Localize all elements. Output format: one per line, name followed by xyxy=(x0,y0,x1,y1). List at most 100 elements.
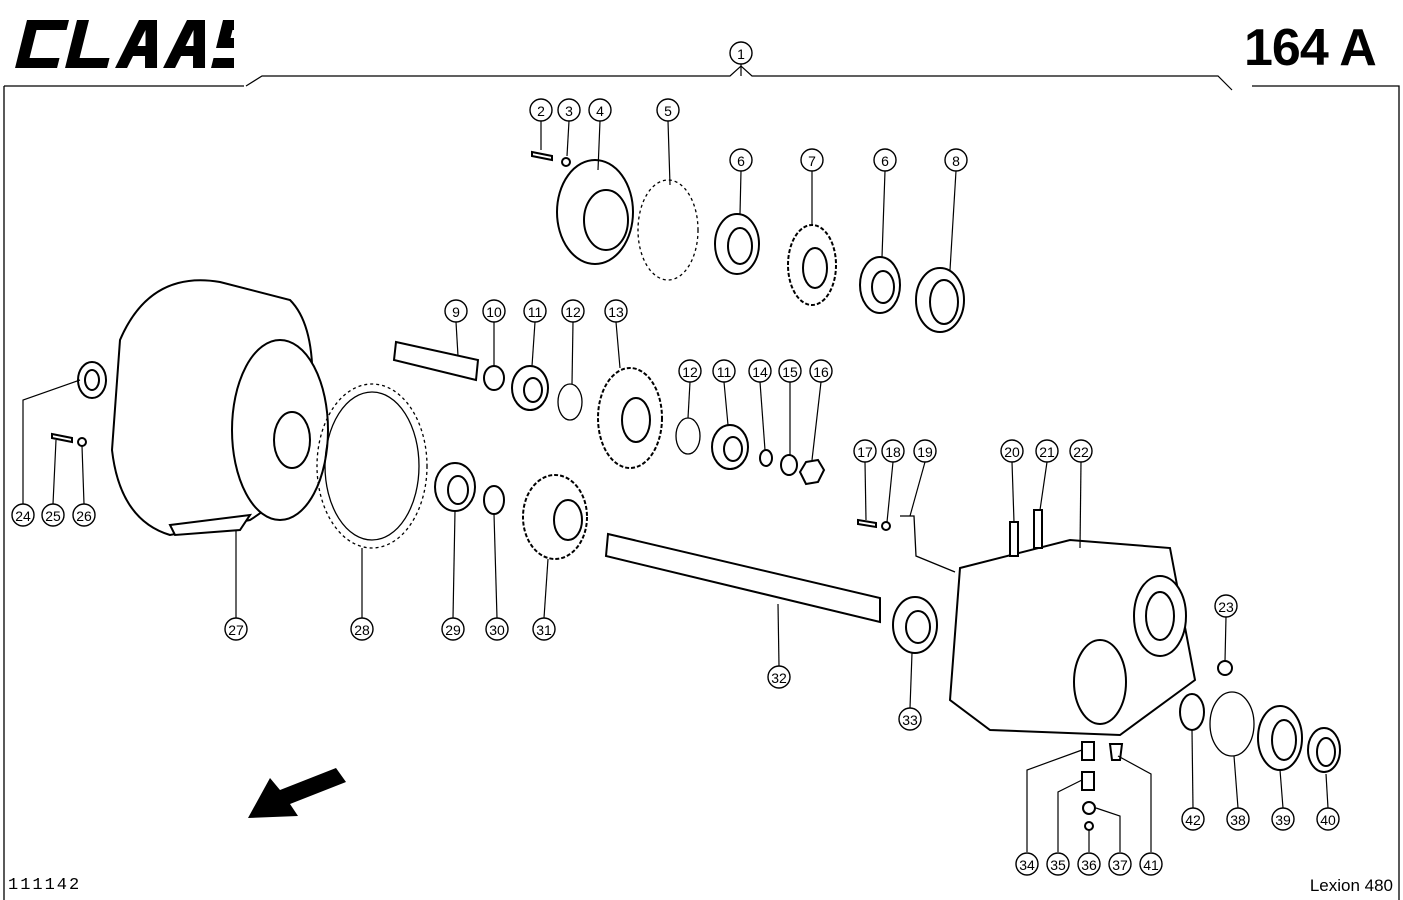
page-frame xyxy=(3,85,1400,900)
claas-logo xyxy=(15,20,234,68)
callout-label: 41 xyxy=(1143,857,1159,873)
callout-13: 13 xyxy=(604,299,628,323)
seal-part xyxy=(1084,821,1094,831)
callout-label: 14 xyxy=(752,364,768,380)
callout-label: 13 xyxy=(608,304,624,320)
callout-36: 36 xyxy=(1077,852,1101,876)
bolt-part xyxy=(51,432,73,444)
callout-12: 12 xyxy=(561,299,585,323)
bolt-part xyxy=(857,518,877,529)
plug-part xyxy=(1217,660,1233,676)
callout-label: 27 xyxy=(228,622,244,638)
callout-20: 20 xyxy=(1000,439,1024,463)
callout-1: 1 xyxy=(729,41,753,65)
callout-42: 42 xyxy=(1181,807,1205,831)
assembly-bracket xyxy=(245,65,1233,91)
callout-27: 27 xyxy=(224,617,248,641)
callout-label: 34 xyxy=(1019,857,1035,873)
callout-label: 12 xyxy=(565,304,581,320)
callout-30: 30 xyxy=(485,617,509,641)
callout-label: 21 xyxy=(1039,444,1055,460)
callout-label: 30 xyxy=(489,622,505,638)
callout-label: 11 xyxy=(717,364,732,380)
callout-32: 32 xyxy=(767,665,791,689)
cover-bolt-part xyxy=(531,150,553,162)
callout-label: 37 xyxy=(1112,857,1128,873)
sensor-part xyxy=(1009,521,1019,557)
callout-label: 23 xyxy=(1218,599,1234,615)
callout-28: 28 xyxy=(350,617,374,641)
plug-part xyxy=(1082,801,1096,815)
callout-26: 26 xyxy=(72,503,96,527)
callout-34: 34 xyxy=(1015,852,1039,876)
circlip-part xyxy=(483,365,505,391)
callout-label: 42 xyxy=(1185,812,1201,828)
callout-9: 9 xyxy=(444,299,468,323)
drawing-number: 111142 xyxy=(8,876,82,895)
callout-18: 18 xyxy=(881,439,905,463)
cover-washer-part xyxy=(561,157,571,167)
callout-24: 24 xyxy=(11,503,35,527)
callout-15: 15 xyxy=(778,359,802,383)
callout-21: 21 xyxy=(1035,439,1059,463)
washer-part xyxy=(77,437,87,447)
callout-41: 41 xyxy=(1139,852,1163,876)
callout-19: 19 xyxy=(913,439,937,463)
callout-label: 9 xyxy=(452,304,460,320)
callout-label: 6 xyxy=(737,153,745,169)
callout-3: 3 xyxy=(557,98,581,122)
pinion-shaft-part xyxy=(392,340,480,382)
bushing-part xyxy=(1179,693,1205,731)
callout-10: 10 xyxy=(482,299,506,323)
gear-part-7 xyxy=(787,224,837,306)
callout-label: 16 xyxy=(813,364,829,380)
callout-label: 3 xyxy=(565,103,573,119)
washer-part xyxy=(881,521,891,531)
callout-label: 24 xyxy=(15,508,31,524)
callout-label: 17 xyxy=(857,444,873,460)
callout-label: 31 xyxy=(536,622,552,638)
callout-25: 25 xyxy=(41,503,65,527)
callout-5: 5 xyxy=(656,98,680,122)
callout-31: 31 xyxy=(532,617,556,641)
bracket-part xyxy=(900,515,956,573)
callout-23: 23 xyxy=(1214,594,1238,618)
callout-22: 22 xyxy=(1069,439,1093,463)
callout-label: 33 xyxy=(902,712,918,728)
nut-part xyxy=(798,458,826,486)
callout-label: 19 xyxy=(917,444,933,460)
callout-label: 40 xyxy=(1320,812,1336,828)
callout-label: 28 xyxy=(354,622,370,638)
callout-label: 38 xyxy=(1230,812,1246,828)
callout-6: 6 xyxy=(873,148,897,172)
callout-40: 40 xyxy=(1316,807,1340,831)
callout-label: 26 xyxy=(76,508,92,524)
gear-part-13 xyxy=(597,367,663,469)
callout-label: 25 xyxy=(45,508,61,524)
spacer-ring-part xyxy=(759,449,773,467)
sensor-part xyxy=(1033,509,1043,549)
fitting-part xyxy=(1081,771,1095,791)
callout-37: 37 xyxy=(1108,852,1132,876)
callout-label: 7 xyxy=(808,153,816,169)
callout-2: 2 xyxy=(529,98,553,122)
callout-label: 32 xyxy=(771,670,787,686)
lock-washer-part xyxy=(780,454,798,476)
callout-label: 20 xyxy=(1004,444,1020,460)
callout-4: 4 xyxy=(588,98,612,122)
callout-11: 11 xyxy=(523,299,547,323)
callout-label: 22 xyxy=(1073,444,1089,460)
callout-35: 35 xyxy=(1046,852,1070,876)
callout-38: 38 xyxy=(1226,807,1250,831)
gearbox-housing-part xyxy=(948,538,1197,737)
callout-33: 33 xyxy=(898,707,922,731)
callout-12: 12 xyxy=(678,359,702,383)
spacer-ring-part xyxy=(483,485,505,515)
housing-gasket-part xyxy=(316,383,428,549)
callout-label: 15 xyxy=(782,364,798,380)
bell-housing-part xyxy=(110,279,329,537)
snap-ring-part xyxy=(675,417,701,455)
callout-8: 8 xyxy=(944,148,968,172)
